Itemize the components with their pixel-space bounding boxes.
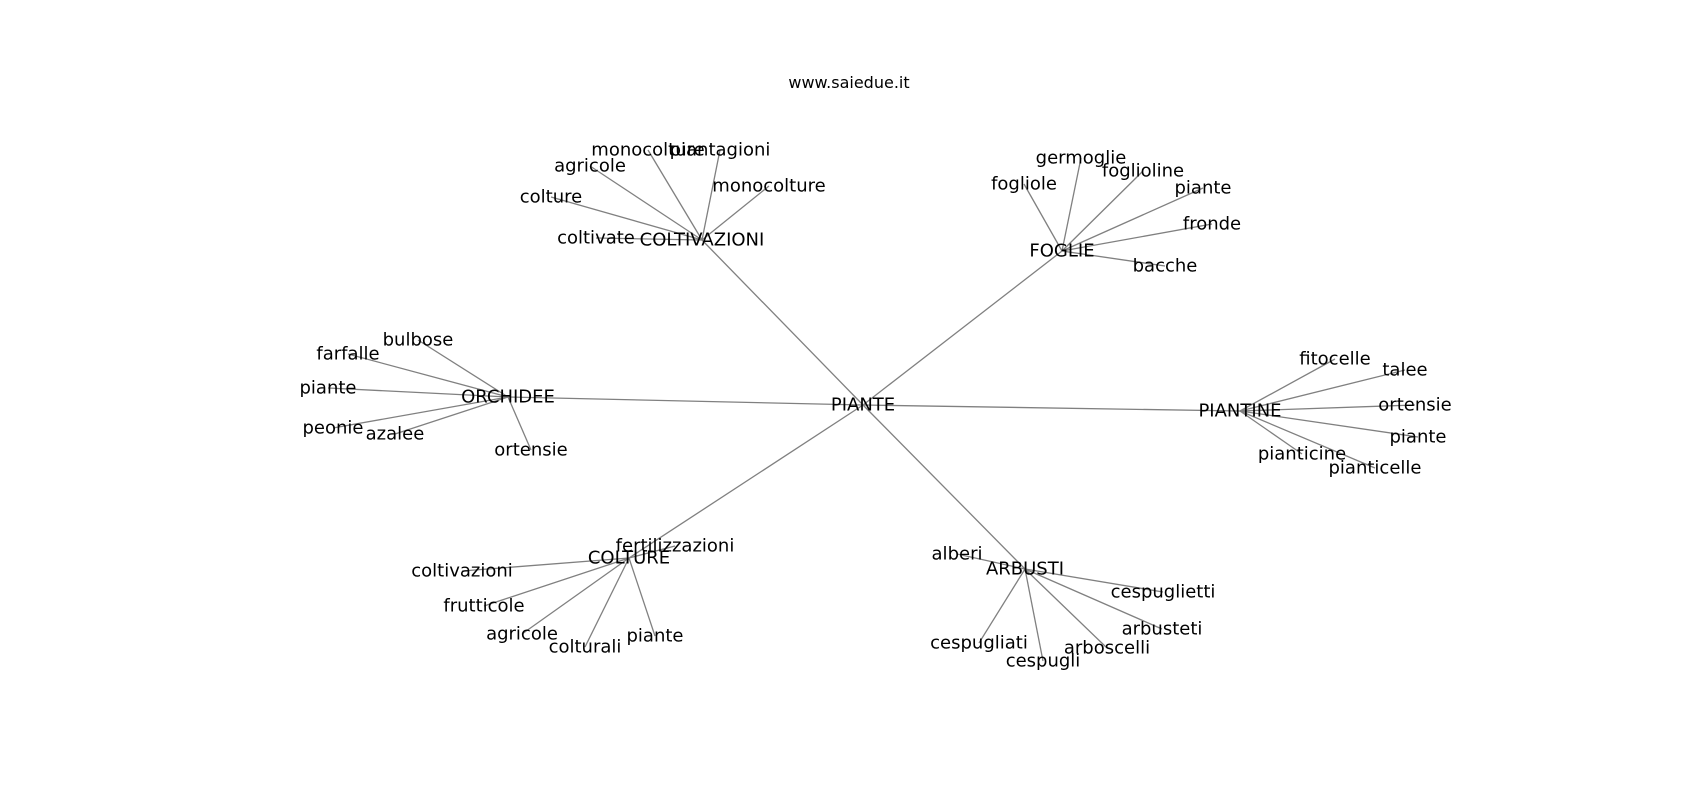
edge-piante-to-coltivazioni bbox=[701, 239, 864, 406]
edge-arbusti-to-arbusti-alberi bbox=[956, 553, 1026, 570]
edge-foglie-to-foglie-germoglie bbox=[1061, 157, 1082, 252]
edge-colture-to-colture-frutticole bbox=[483, 557, 630, 607]
edge-colture-to-colture-fertilizzazioni bbox=[628, 545, 676, 559]
node-coltivazioni-agricole: agricole bbox=[554, 156, 626, 177]
edge-piantine-to-piantine-talee bbox=[1239, 369, 1406, 412]
node-orchidee-azalee: azalee bbox=[366, 424, 425, 445]
edge-coltivazioni-to-coltivazioni-piantagioni bbox=[701, 149, 721, 241]
edge-piantine-to-piantine-piante bbox=[1239, 410, 1419, 438]
node-layer: PIANTECOLTIVAZIONImonocolturepiantagioni… bbox=[300, 140, 1452, 672]
node-piantine-pianticine: pianticine bbox=[1258, 444, 1346, 465]
edge-arbusti-to-arbusti-cespugli bbox=[1024, 568, 1044, 662]
node-foglie-foglioline: foglioline bbox=[1102, 161, 1184, 182]
node-colture-piante: piante bbox=[627, 626, 684, 647]
edge-piante-to-piantine bbox=[862, 404, 1241, 412]
edge-colture-to-colture-coltivazioni bbox=[461, 557, 630, 572]
edge-arbusti-to-arbusti-arbusteti bbox=[1024, 568, 1163, 630]
node-arbusti-alberi: alberi bbox=[932, 544, 983, 565]
edge-piantine-to-piantine-pianticelle bbox=[1239, 410, 1376, 469]
node-foglie-fronde: fronde bbox=[1183, 214, 1241, 235]
edge-orchidee-to-orchidee-ortensie bbox=[507, 396, 532, 451]
node-foglie-bacche: bacche bbox=[1133, 256, 1198, 277]
edge-orchidee-to-orchidee-piante bbox=[327, 387, 509, 398]
node-foglie-germoglie: germoglie bbox=[1036, 148, 1127, 169]
edge-piante-to-foglie bbox=[862, 250, 1063, 406]
node-piante: PIANTE bbox=[831, 395, 895, 416]
edge-piante-to-arbusti bbox=[862, 404, 1026, 570]
edge-orchidee-to-orchidee-peonie bbox=[332, 396, 509, 429]
edge-layer bbox=[327, 149, 1419, 662]
node-arbusti-cespugliati: cespugliati bbox=[930, 633, 1028, 654]
node-colture-coltivazioni: coltivazioni bbox=[411, 561, 513, 582]
edge-foglie-to-foglie-fogliole bbox=[1023, 183, 1063, 252]
edge-colture-to-colture-colturali bbox=[584, 557, 630, 648]
node-piantine-piante: piante bbox=[1390, 427, 1447, 448]
edge-foglie-to-foglie-bacche bbox=[1061, 250, 1166, 267]
edge-arbusti-to-arbusti-cespuglietti bbox=[1024, 568, 1164, 593]
node-piantine-ortensie: ortensie bbox=[1378, 395, 1451, 416]
edge-orchidee-to-orchidee-farfalle bbox=[347, 353, 509, 398]
node-orchidee-peonie: peonie bbox=[303, 418, 364, 439]
node-piantine-pianticelle: pianticelle bbox=[1329, 458, 1422, 479]
edge-coltivazioni-to-coltivazioni-coltivate bbox=[595, 237, 703, 241]
edge-piante-to-orchidee bbox=[507, 396, 864, 406]
node-coltivazioni-piantagioni: piantagioni bbox=[670, 140, 771, 161]
node-orchidee: ORCHIDEE bbox=[461, 387, 555, 408]
node-arbusti: ARBUSTI bbox=[986, 559, 1064, 580]
node-foglie-piante: piante bbox=[1175, 178, 1232, 199]
edge-orchidee-to-orchidee-azalee bbox=[394, 396, 509, 435]
node-arbusti-cespugli: cespugli bbox=[1006, 651, 1081, 672]
node-coltivazioni-monocolture1: monocolture bbox=[591, 140, 704, 161]
node-piantine-fitocelle: fitocelle bbox=[1299, 349, 1370, 370]
edge-arbusti-to-arbusti-cespugliati bbox=[978, 568, 1026, 644]
node-orchidee-bulbose: bulbose bbox=[383, 330, 454, 351]
edge-colture-to-colture-piante bbox=[628, 557, 656, 637]
node-coltivazioni-monocolture2: monocolture bbox=[712, 176, 825, 197]
edge-piante-to-colture bbox=[628, 404, 864, 559]
node-orchidee-farfalle: farfalle bbox=[316, 344, 379, 365]
edge-coltivazioni-to-coltivazioni-colture bbox=[550, 196, 703, 241]
edge-coltivazioni-to-coltivazioni-agricole bbox=[589, 165, 703, 241]
node-colture: COLTURE bbox=[588, 548, 670, 569]
edge-orchidee-to-orchidee-bulbose bbox=[417, 339, 509, 398]
node-colture-agricole: agricole bbox=[486, 624, 558, 645]
edge-coltivazioni-to-coltivazioni-monocolture1 bbox=[647, 149, 703, 241]
node-coltivazioni-coltivate: coltivate bbox=[557, 228, 635, 249]
node-coltivazioni: COLTIVAZIONI bbox=[640, 230, 765, 251]
node-arbusti-cespuglietti: cespuglietti bbox=[1111, 582, 1216, 603]
edge-piantine-to-piantine-fitocelle bbox=[1239, 358, 1336, 412]
edge-arbusti-to-arbusti-arboscelli bbox=[1024, 568, 1108, 649]
page-title: www.saiedue.it bbox=[788, 73, 909, 92]
node-foglie-fogliole: fogliole bbox=[991, 174, 1057, 195]
edge-foglie-to-foglie-foglioline bbox=[1061, 170, 1144, 252]
node-arbusti-arboscelli: arboscelli bbox=[1064, 638, 1150, 659]
node-orchidee-ortensie: ortensie bbox=[494, 440, 567, 461]
edge-colture-to-colture-agricole bbox=[521, 557, 630, 635]
node-orchidee-piante: piante bbox=[300, 378, 357, 399]
edge-piantine-to-piantine-ortensie bbox=[1239, 404, 1416, 412]
edge-piantine-to-piantine-pianticine bbox=[1239, 410, 1303, 455]
node-colture-fertilizzazioni: fertilizzazioni bbox=[616, 536, 735, 557]
edge-coltivazioni-to-coltivazioni-monocolture2 bbox=[701, 185, 770, 241]
node-colture-colturali: colturali bbox=[549, 637, 622, 658]
node-foglie: FOGLIE bbox=[1029, 241, 1094, 262]
node-piantine: PIANTINE bbox=[1198, 401, 1281, 422]
node-colture-frutticole: frutticole bbox=[443, 596, 524, 617]
edge-foglie-to-foglie-fronde bbox=[1061, 223, 1213, 252]
edge-foglie-to-foglie-piante bbox=[1061, 187, 1204, 252]
node-piantine-talee: talee bbox=[1382, 360, 1427, 381]
node-coltivazioni-colture: colture bbox=[520, 187, 582, 208]
node-arbusti-arbusteti: arbusteti bbox=[1122, 619, 1203, 640]
